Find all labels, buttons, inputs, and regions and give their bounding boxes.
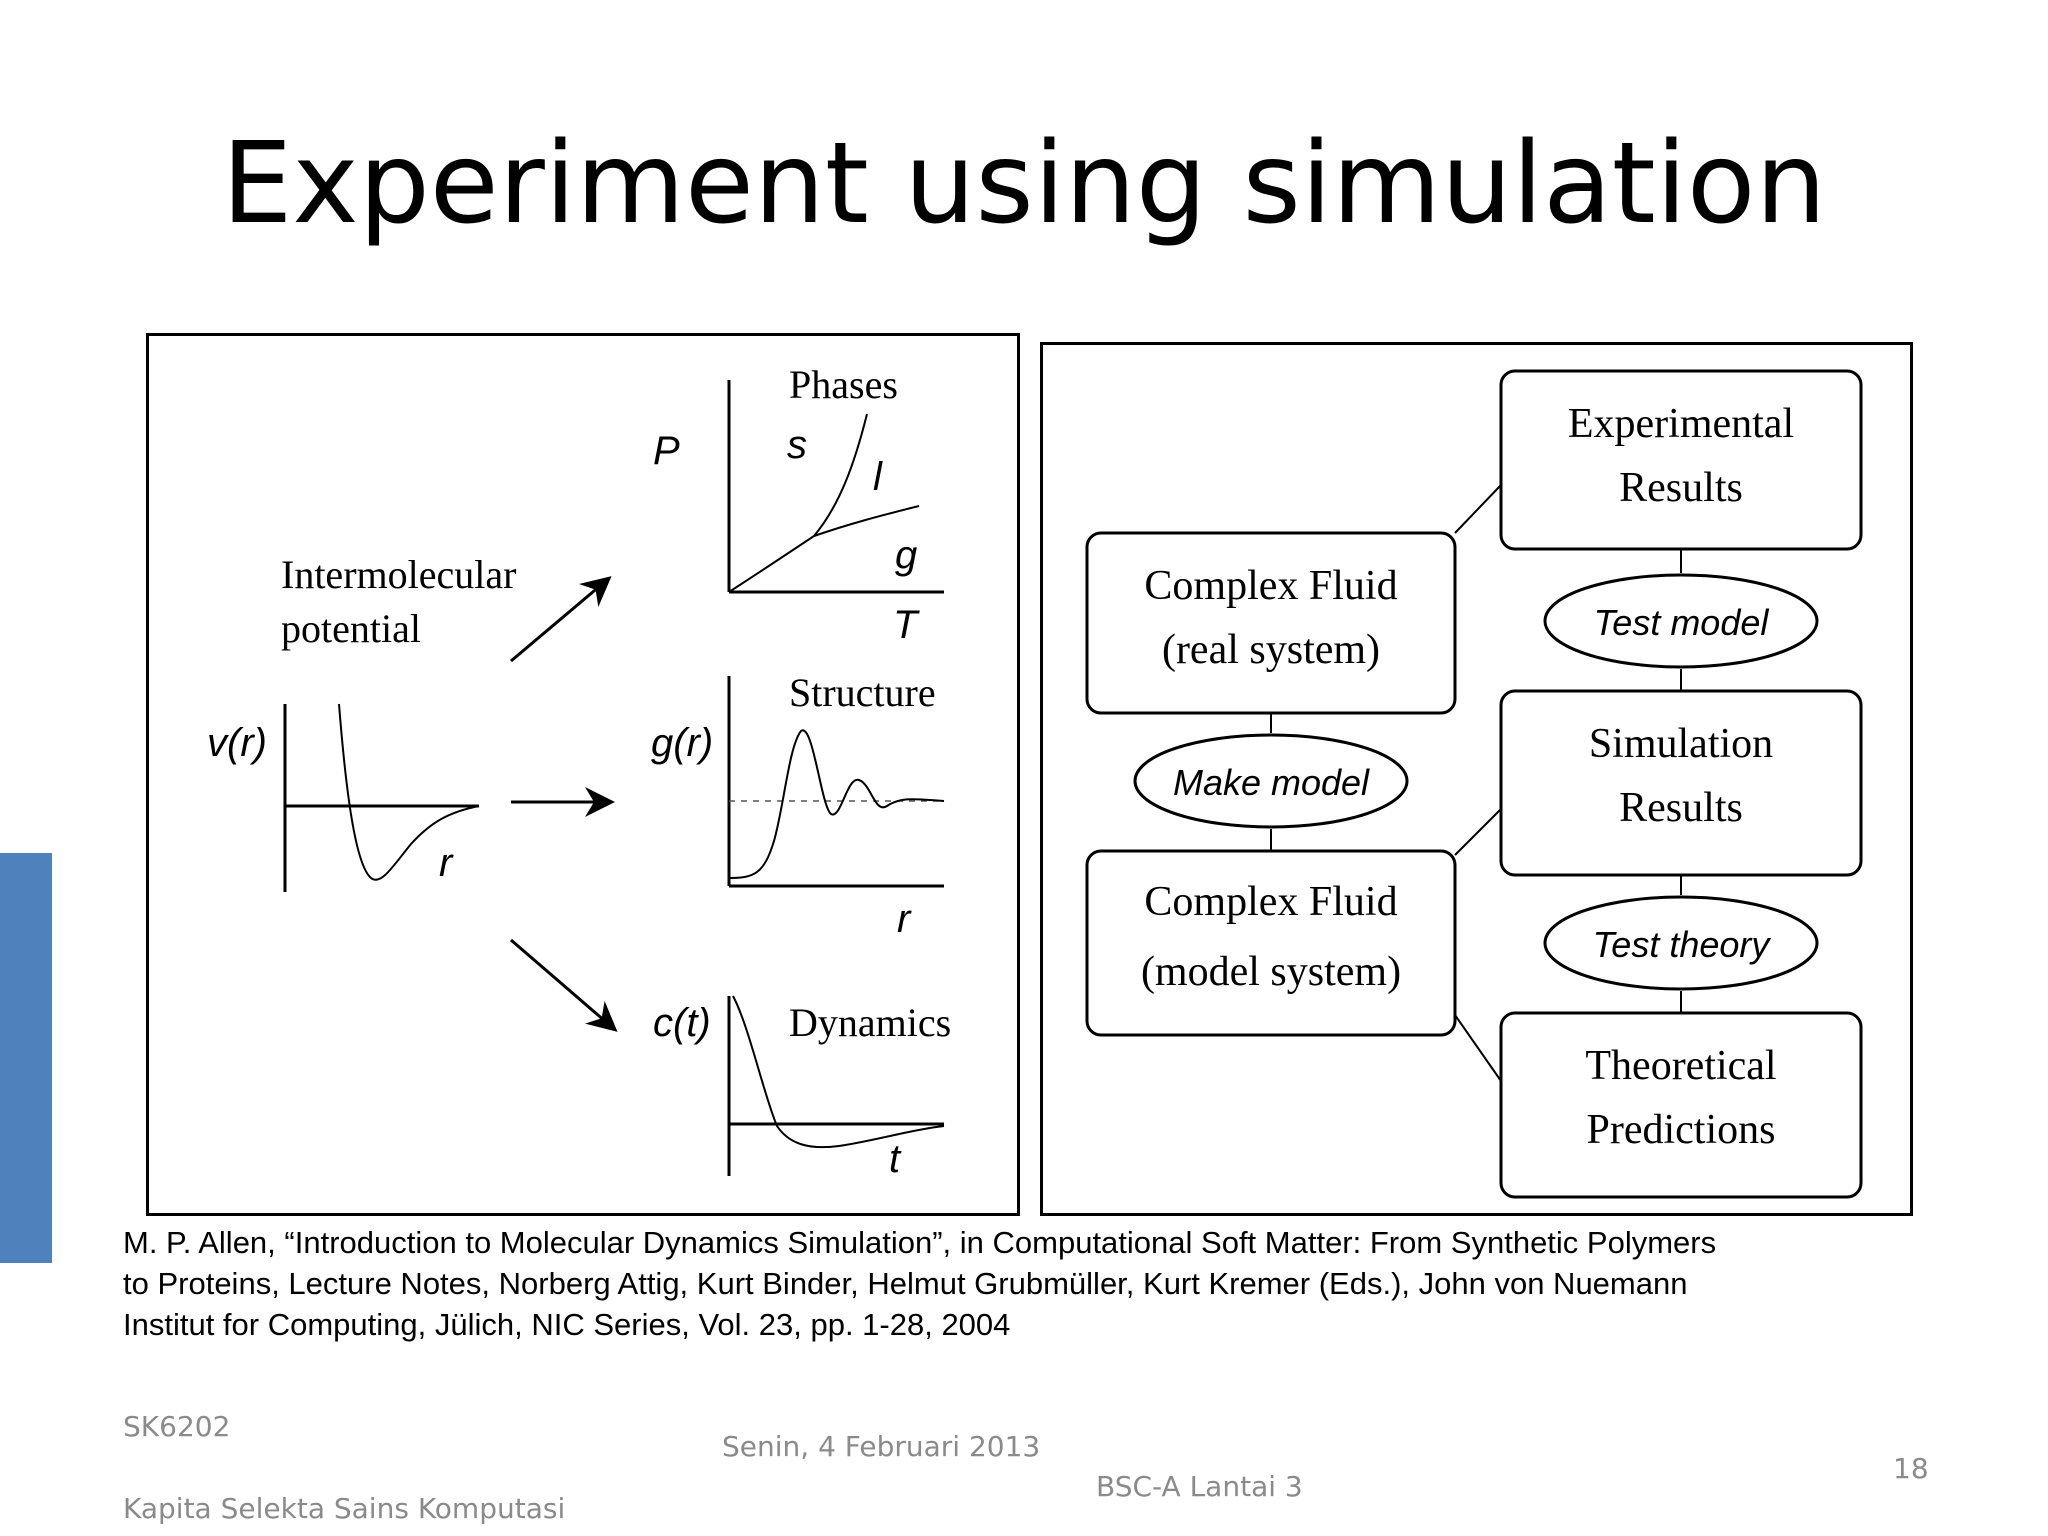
phases-x-axis-label: T (893, 603, 920, 647)
dynamics-title: Dynamics (789, 1000, 951, 1045)
citation-line-3: Institut for Computing, Jülich, NIC Seri… (123, 1307, 1011, 1342)
citation-line-2: to Proteins, Lecture Notes, Norberg Atti… (123, 1266, 1688, 1301)
svg-text:Simulation: Simulation (1589, 721, 1773, 767)
svg-text:Experimental: Experimental (1568, 401, 1794, 447)
slide-title: Experiment using simulation (221, 119, 1827, 249)
structure-x-axis-label: r (897, 897, 912, 941)
svg-text:(model system): (model system) (1141, 949, 1401, 995)
box-experimental-results: Experimental Results (1499, 369, 1863, 551)
phases-y-axis-label: P (653, 429, 680, 473)
citation-line-1: M. P. Allen, “Introduction to Molecular … (123, 1225, 1717, 1260)
structure-y-axis-label: g(r) (651, 721, 713, 765)
dynamics-y-axis-label: c(t) (653, 1001, 711, 1045)
figure-potential-svg: Intermolecular potential v(r) r Phases P… (207, 362, 951, 1181)
potential-x-axis-label: r (439, 841, 454, 885)
svg-text:Complex Fluid: Complex Fluid (1144, 879, 1397, 925)
svg-text:Predictions: Predictions (1587, 1107, 1776, 1153)
svg-text:(real system): (real system) (1162, 627, 1380, 673)
potential-y-axis-label: v(r) (207, 721, 267, 765)
gas-label: g (895, 533, 917, 577)
structure-plot: Structure g(r) r (651, 670, 945, 941)
footer-course-name: Kapita Selekta Sains Komputasi (123, 1492, 566, 1525)
svg-text:Results: Results (1619, 785, 1743, 831)
solid-label: s (787, 423, 807, 467)
box-complex-fluid-real: Complex Fluid (real system) (1085, 531, 1457, 715)
dynamics-curve (732, 995, 945, 1149)
phases-title: Phases (789, 362, 898, 407)
intermolecular-label: Intermolecular (281, 552, 516, 597)
svg-text:Test theory: Test theory (1593, 924, 1772, 965)
svg-text:Test model: Test model (1594, 602, 1770, 643)
arrow-to-phases (510, 576, 612, 663)
svg-text:Make model: Make model (1173, 762, 1370, 803)
potential-label: potential (281, 606, 421, 651)
footer-course-code: SK6202 (123, 1410, 231, 1443)
liquid-label: l (873, 455, 883, 499)
svg-text:Complex Fluid: Complex Fluid (1144, 563, 1397, 609)
structure-curve (728, 729, 945, 879)
liquid-gas-line (813, 505, 920, 537)
box-simulation-results: Simulation Results (1499, 689, 1863, 877)
slide-number: 18 (1893, 1452, 1929, 1485)
structure-title: Structure (789, 670, 936, 715)
oval-test-theory: Test theory (1543, 895, 1819, 991)
oval-make-model: Make model (1133, 733, 1409, 829)
dynamics-x-axis-label: t (889, 1137, 902, 1181)
box-complex-fluid-model: Complex Fluid (model system) (1085, 849, 1457, 1037)
potential-curve (338, 703, 480, 881)
footer-date: Senin, 4 Februari 2013 (722, 1430, 1041, 1463)
flowchart-connectors (1270, 484, 1682, 1082)
footer-location: BSC-A Lantai 3 (1096, 1470, 1303, 1503)
figure-simulation-flowchart: Experimental Results Complex Fluid (real… (1040, 342, 1913, 1216)
potential-plot: v(r) r (207, 703, 480, 892)
oval-test-model: Test model (1543, 573, 1819, 669)
svg-text:Theoretical: Theoretical (1585, 1043, 1776, 1089)
svg-text:Results: Results (1619, 465, 1743, 511)
box-theoretical-predictions: Theoretical Predictions (1499, 1011, 1863, 1199)
figure-potential-to-properties: Intermolecular potential v(r) r Phases P… (146, 333, 1020, 1216)
citation: M. P. Allen, “Introduction to Molecular … (123, 1222, 1943, 1345)
phases-plot: Phases P s l g T (653, 362, 944, 647)
accent-bar (0, 853, 52, 1263)
arrow-to-dynamics (510, 938, 618, 1032)
dynamics-plot: Dynamics c(t) t (653, 995, 951, 1181)
flowchart-svg: Experimental Results Complex Fluid (real… (1085, 369, 1863, 1199)
